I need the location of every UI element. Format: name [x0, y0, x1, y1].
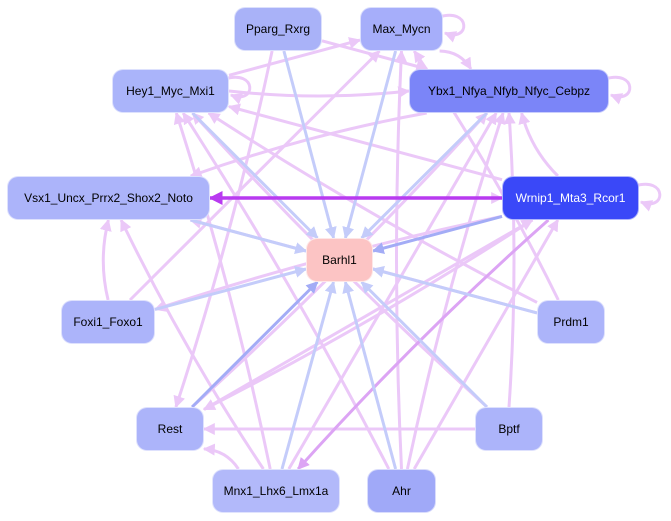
- node-label: Ybx1_Nfya_Nfyb_Nfyc_Cebpz: [427, 84, 591, 98]
- edge-mnx1-lhx6-lmx1a-to-vsx1-uncx-prrx2-shox2-noto: [119, 218, 265, 470]
- node-label: Rest: [157, 422, 183, 436]
- edge-hey1-myc-mxi1-to-max-mycn: [228, 37, 362, 77]
- node-label: Vsx1_Uncx_Prrx2_Shox2_Noto: [24, 191, 193, 205]
- node-label: Hey1_Myc_Mxi1: [126, 84, 215, 98]
- edge-wrnip1-mta3-rcor1-to-barhl1: [371, 214, 503, 254]
- edge-max-mycn-to-barhl1: [342, 50, 398, 240]
- node-bptf[interactable]: Bptf: [475, 407, 543, 451]
- edge-vsx1-uncx-prrx2-shox2-noto-to-barhl1: [190, 218, 308, 254]
- node-vsx1-uncx-prrx2-shox2-noto[interactable]: Vsx1_Uncx_Prrx2_Shox2_Noto: [7, 176, 210, 220]
- edge-hey1-myc-mxi1-to-ybx1-nfya-nfyb-nfyc-cebpz: [228, 86, 411, 99]
- node-label: Mnx1_Lhx6_Lmx1a: [223, 484, 329, 498]
- node-mnx1-lhx6-lmx1a[interactable]: Mnx1_Lhx6_Lmx1a: [212, 469, 340, 513]
- node-foxi1-foxo1[interactable]: Foxi1_Foxo1: [61, 300, 155, 344]
- node-label: Prdm1: [553, 315, 589, 329]
- self-loop-max-mycn: [438, 13, 466, 43]
- node-ybx1-nfya-nfyb-nfyc-cebpz[interactable]: Ybx1_Nfya_Nfyb_Nfyc_Cebpz: [409, 69, 609, 113]
- edge-rest-to-barhl1: [191, 280, 319, 409]
- node-label: Barhl1: [322, 253, 357, 267]
- edge-wrnip1-mta3-rcor1-to-hey1-myc-mxi1: [227, 103, 503, 182]
- edge-mnx1-lhx6-lmx1a-to-ybx1-nfya-nfyb-nfyc-cebpz: [287, 111, 498, 470]
- self-loop-ybx1-nfya-nfyb-nfyc-cebpz: [604, 75, 632, 105]
- edge-ahr-to-hey1-myc-mxi1: [181, 111, 391, 470]
- edge-wrnip1-mta3-rcor1-to-ybx1-nfya-nfyb-nfyc-cebpz: [518, 111, 559, 178]
- edge-bptf-to-ybx1-nfya-nfyb-nfyc-cebpz: [503, 111, 516, 408]
- node-hey1-myc-mxi1[interactable]: Hey1_Myc_Mxi1: [112, 69, 229, 113]
- node-ahr[interactable]: Ahr: [367, 469, 436, 513]
- node-prdm1[interactable]: Prdm1: [537, 300, 605, 344]
- node-pparg-rxrg[interactable]: Pparg_Rxrg: [234, 7, 322, 51]
- node-max-mycn[interactable]: Max_Mycn: [360, 7, 443, 51]
- node-label: Foxi1_Foxo1: [73, 315, 143, 329]
- edge-hey1-myc-mxi1-to-barhl1: [191, 111, 319, 240]
- edge-foxi1-foxo1-to-barhl1: [154, 265, 308, 311]
- node-label: Pparg_Rxrg: [245, 22, 311, 36]
- self-loop-wrnip1-mta3-rcor1: [634, 182, 662, 212]
- edge-pparg-rxrg-to-barhl1: [282, 50, 337, 240]
- edge-ahr-to-max-mycn: [394, 49, 407, 470]
- node-label: Max_Mycn: [372, 22, 431, 36]
- edge-rest-to-wrnip1-mta3-rcor1: [203, 218, 534, 411]
- edge-ahr-to-barhl1: [342, 280, 398, 470]
- node-rest[interactable]: Rest: [136, 407, 204, 451]
- node-label: Bptf: [498, 422, 520, 436]
- self-loop-hey1-myc-mxi1: [224, 75, 252, 105]
- node-barhl1[interactable]: Barhl1: [306, 238, 373, 282]
- node-label: Ahr: [392, 484, 411, 498]
- edge-foxi1-foxo1-to-vsx1-uncx-prrx2-shox2-noto: [99, 218, 112, 301]
- node-wrnip1-mta3-rcor1[interactable]: Wrnip1_Mta3_Rcor1: [502, 176, 639, 220]
- edge-mnx1-lhx6-lmx1a-to-rest: [202, 443, 240, 470]
- edge-prdm1-to-barhl1: [371, 265, 538, 315]
- node-label: Wrnip1_Mta3_Rcor1: [515, 191, 626, 205]
- edge-ahr-to-wrnip1-mta3-rcor1: [412, 218, 560, 470]
- edge-bptf-to-barhl1: [360, 280, 488, 409]
- edge-ybx1-nfya-nfyb-nfyc-cebpz-to-barhl1: [360, 111, 488, 240]
- edge-wrnip1-mta3-rcor1-to-rest: [202, 218, 534, 411]
- edge-max-mycn-to-ybx1-nfya-nfyb-nfyc-cebpz: [439, 49, 473, 71]
- edge-mnx1-lhx6-lmx1a-to-barhl1: [280, 280, 337, 470]
